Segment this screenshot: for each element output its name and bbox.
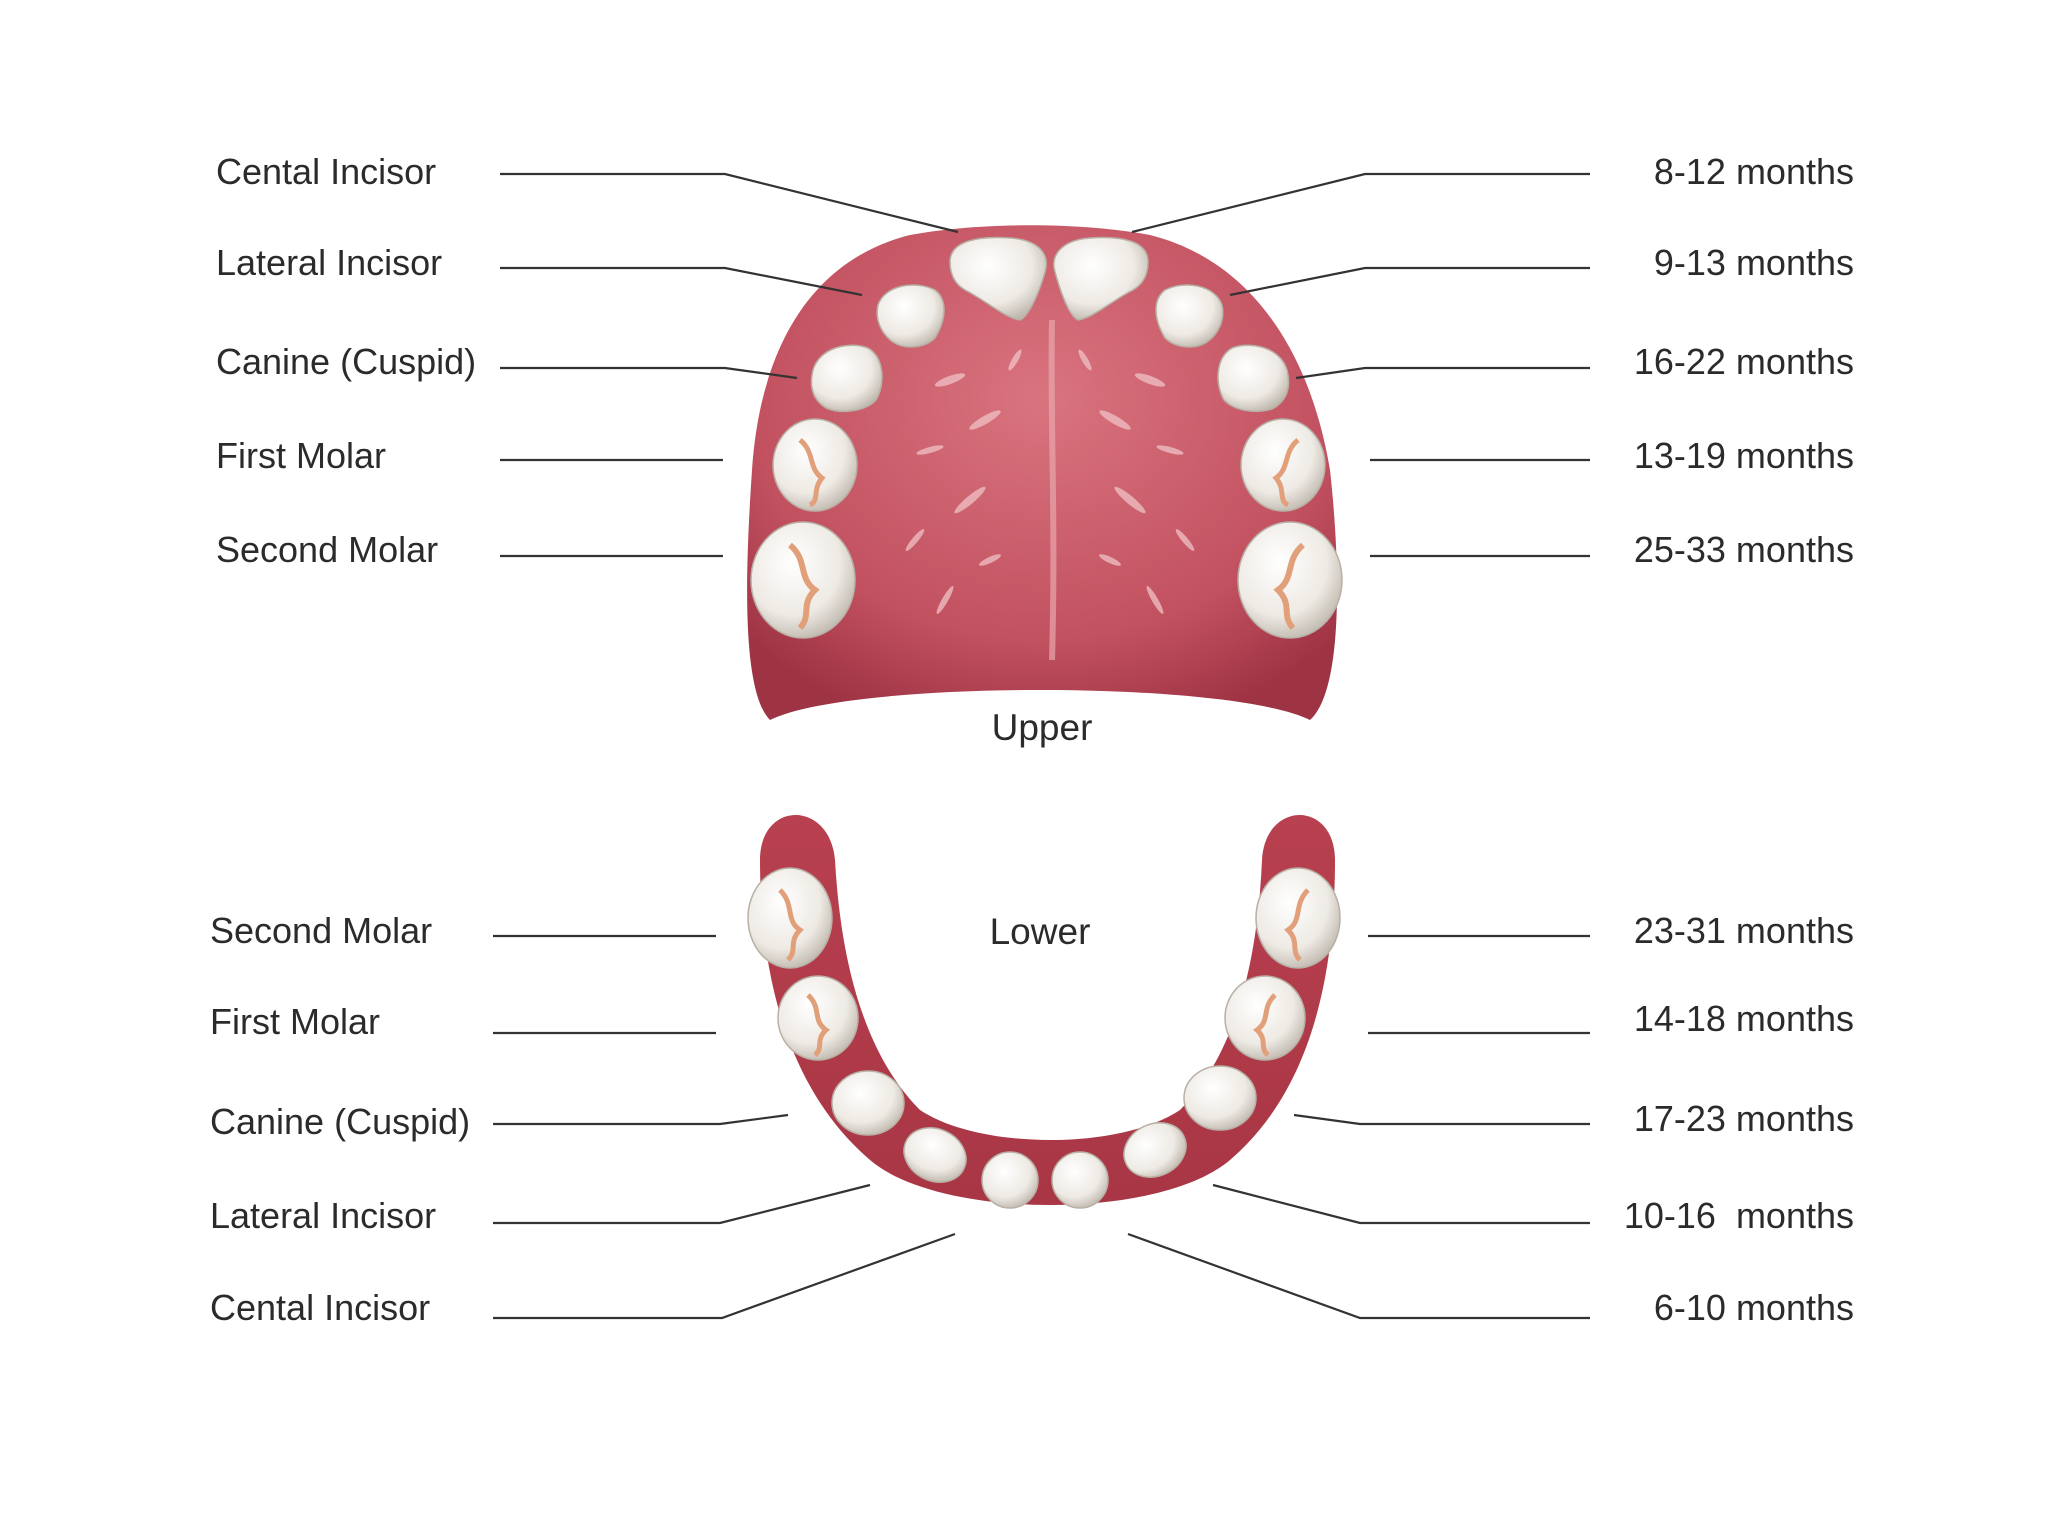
lower-title: Lower (990, 911, 1091, 952)
lower-eruption-age: 17-23 months (1634, 1098, 1854, 1139)
lower-tooth-name: Cental Incisor (210, 1287, 430, 1328)
upper-tooth-name: Second Molar (216, 529, 438, 570)
upper-tooth-name: Canine (Cuspid) (216, 341, 476, 382)
leader-upper-lateral-incisor-left (500, 268, 862, 295)
lower-canine-right (1184, 1066, 1256, 1130)
leader-lower-central-incisor-left (493, 1234, 955, 1318)
lower-canine-left (832, 1071, 904, 1135)
upper-tooth-name: Cental Incisor (216, 151, 436, 192)
upper-tooth-name: First Molar (216, 435, 386, 476)
leader-lower-central-incisor-right (1128, 1234, 1590, 1318)
lower-central-incisor-left (982, 1152, 1038, 1208)
upper-eruption-age: 25-33 months (1634, 529, 1854, 570)
lower-eruption-age: 14-18 months (1634, 998, 1854, 1039)
leader-lower-canine-right (1294, 1115, 1590, 1124)
upper-arch: Upper (747, 225, 1342, 748)
lower-second-molar-left (748, 868, 832, 968)
upper-eruption-labels: 8-12 months 9-13 months 16-22 months 13-… (1634, 151, 1854, 570)
lower-first-molar-right (1225, 976, 1305, 1060)
lower-central-incisor-right (1052, 1152, 1108, 1208)
upper-canine-right (1218, 345, 1289, 411)
lower-tooth-name: Second Molar (210, 910, 432, 951)
upper-second-molar-right (1238, 522, 1342, 638)
lower-tooth-name: Lateral Incisor (210, 1195, 436, 1236)
leader-upper-central-incisor-left (500, 174, 958, 232)
lower-second-molar-right (1256, 868, 1340, 968)
upper-title: Upper (992, 707, 1093, 748)
lower-eruption-age: 6-10 months (1654, 1287, 1854, 1328)
upper-tooth-labels: Cental Incisor Lateral Incisor Canine (C… (216, 151, 476, 570)
upper-eruption-age: 13-19 months (1634, 435, 1854, 476)
leader-lower-lateral-incisor-right (1213, 1185, 1590, 1223)
lower-tooth-name: Canine (Cuspid) (210, 1101, 470, 1142)
upper-eruption-age: 9-13 months (1654, 242, 1854, 283)
upper-tooth-name: Lateral Incisor (216, 242, 442, 283)
lower-tooth-name: First Molar (210, 1001, 380, 1042)
lower-tooth-labels: Second Molar First Molar Canine (Cuspid)… (210, 910, 470, 1328)
leader-upper-central-incisor-right (1132, 174, 1590, 232)
lower-eruption-age: 10-16 months (1624, 1195, 1854, 1236)
lower-eruption-labels: 23-31 months 14-18 months 17-23 months 1… (1624, 910, 1854, 1328)
leader-lower-lateral-incisor-left (493, 1185, 870, 1223)
upper-canine-left (811, 345, 882, 411)
lower-arch: Lower (748, 815, 1340, 1208)
leader-upper-canine-right (1296, 368, 1590, 378)
upper-second-molar-left (751, 522, 855, 638)
upper-eruption-age: 8-12 months (1654, 151, 1854, 192)
lower-eruption-age: 23-31 months (1634, 910, 1854, 951)
palatal-raphe (1052, 320, 1054, 660)
upper-eruption-age: 16-22 months (1634, 341, 1854, 382)
upper-lateral-incisor-right (1156, 285, 1223, 347)
leader-upper-canine-left (500, 368, 797, 378)
upper-first-molar-left (773, 419, 857, 511)
upper-first-molar-right (1241, 419, 1325, 511)
leader-upper-lateral-incisor-right (1230, 268, 1590, 295)
leader-lower-canine-left (493, 1115, 788, 1124)
lower-first-molar-left (778, 976, 858, 1060)
upper-lateral-incisor-left (877, 285, 944, 347)
